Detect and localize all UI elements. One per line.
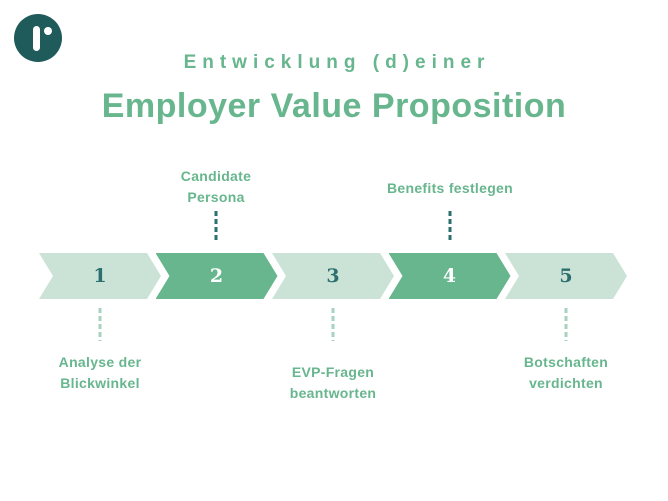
step-4-number: 4: [442, 265, 457, 287]
step-4-label: Benefits festlegen: [387, 180, 513, 196]
step-3-number: 3: [326, 265, 340, 287]
connector-step-5: [564, 308, 568, 341]
connector-step-3: [331, 308, 335, 341]
step-5-arrow: 5: [505, 253, 627, 299]
step-1-number: 1: [93, 265, 107, 287]
logo-r-stem-icon: [33, 26, 40, 51]
connector-step-4: [448, 211, 452, 242]
step-5-label: Botschaften verdichten: [523, 354, 609, 391]
step-2-number: 2: [209, 265, 224, 287]
step-1-label: Analyse der Blickwinkel: [58, 354, 142, 391]
connector-step-2: [214, 211, 218, 242]
process-arrow-bar: 1 2 3 4 5: [39, 253, 627, 299]
step-2-arrow: 2: [156, 253, 278, 299]
logo-r-dot-icon: [44, 27, 52, 35]
step-3-arrow: 3: [272, 253, 394, 299]
step-4-arrow: 4: [389, 253, 511, 299]
step-1-arrow: 1: [39, 253, 161, 299]
connector-step-1: [98, 308, 102, 341]
diagram-title: Employer Value Proposition: [101, 87, 567, 125]
diagram-subtitle: Entwicklung (d)einer: [183, 52, 491, 73]
step-5-number: 5: [559, 265, 573, 287]
step-2-label: Candidate Persona: [180, 168, 252, 205]
brand-logo: [14, 14, 62, 62]
step-3-label: EVP-Fragen beantworten: [289, 364, 377, 401]
